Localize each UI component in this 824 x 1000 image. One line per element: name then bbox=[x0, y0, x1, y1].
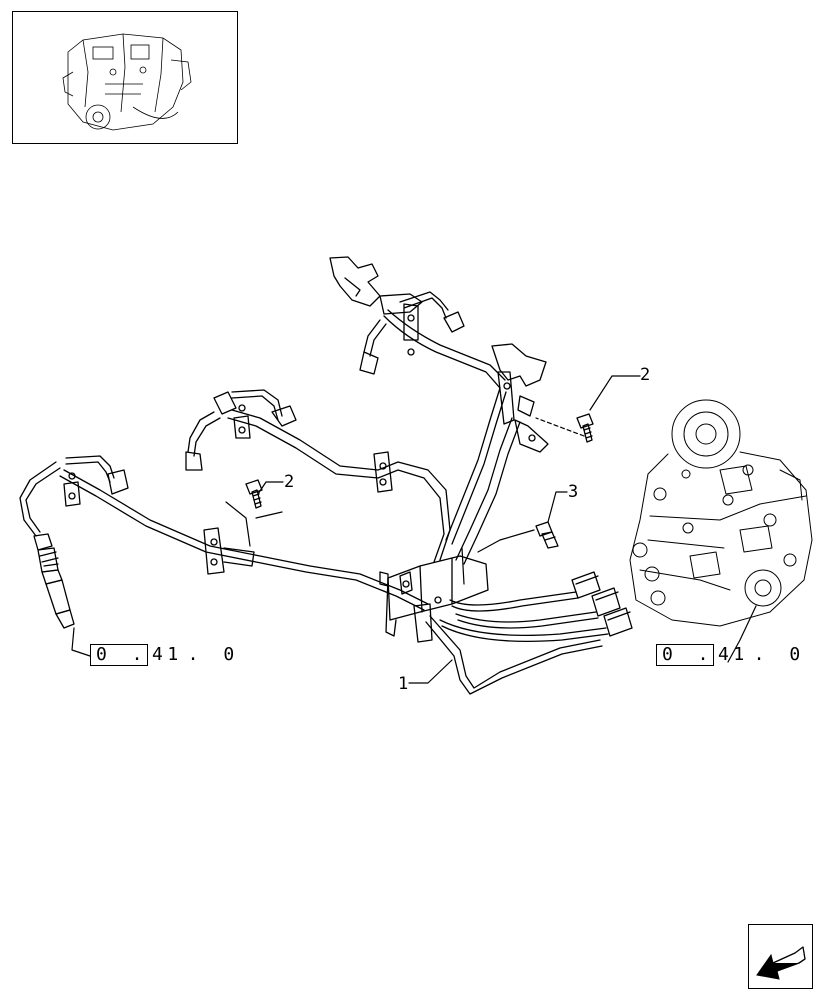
bolt bbox=[535, 521, 559, 549]
callout-3: 3 bbox=[568, 482, 578, 502]
upper-pipes bbox=[359, 291, 506, 389]
injector-reference-box[interactable] bbox=[90, 644, 148, 666]
injector bbox=[33, 533, 75, 629]
centre-pipes bbox=[445, 387, 521, 565]
injector-reference-code: 0 . 1 bbox=[96, 644, 186, 665]
injector-reference-suffix: 4 . 0 bbox=[152, 644, 242, 665]
screw-left bbox=[245, 479, 263, 509]
manifold-clamp bbox=[379, 555, 489, 637]
leader-lines bbox=[71, 375, 757, 684]
back-navigation-button[interactable] bbox=[748, 924, 813, 989]
outlet-pipes bbox=[413, 571, 633, 695]
arrow-back-icon bbox=[756, 946, 806, 980]
front-pipes bbox=[19, 455, 429, 611]
middle-pipes bbox=[185, 389, 451, 563]
engine-thumbnail-icon bbox=[62, 33, 192, 131]
engine-thumbnail bbox=[12, 11, 238, 144]
callout-1: 1 bbox=[398, 674, 408, 694]
callout-2-left: 2 bbox=[284, 472, 294, 492]
pump-reference-code: 0 . 1 bbox=[662, 644, 752, 665]
upper-right-bracket bbox=[491, 343, 549, 453]
screw-right bbox=[576, 413, 594, 443]
callout-2-right: 2 bbox=[640, 365, 650, 385]
injection-pump bbox=[629, 399, 813, 627]
pump-reference-suffix: 4 . 0 bbox=[718, 644, 808, 665]
pump-reference-box[interactable] bbox=[656, 644, 714, 666]
